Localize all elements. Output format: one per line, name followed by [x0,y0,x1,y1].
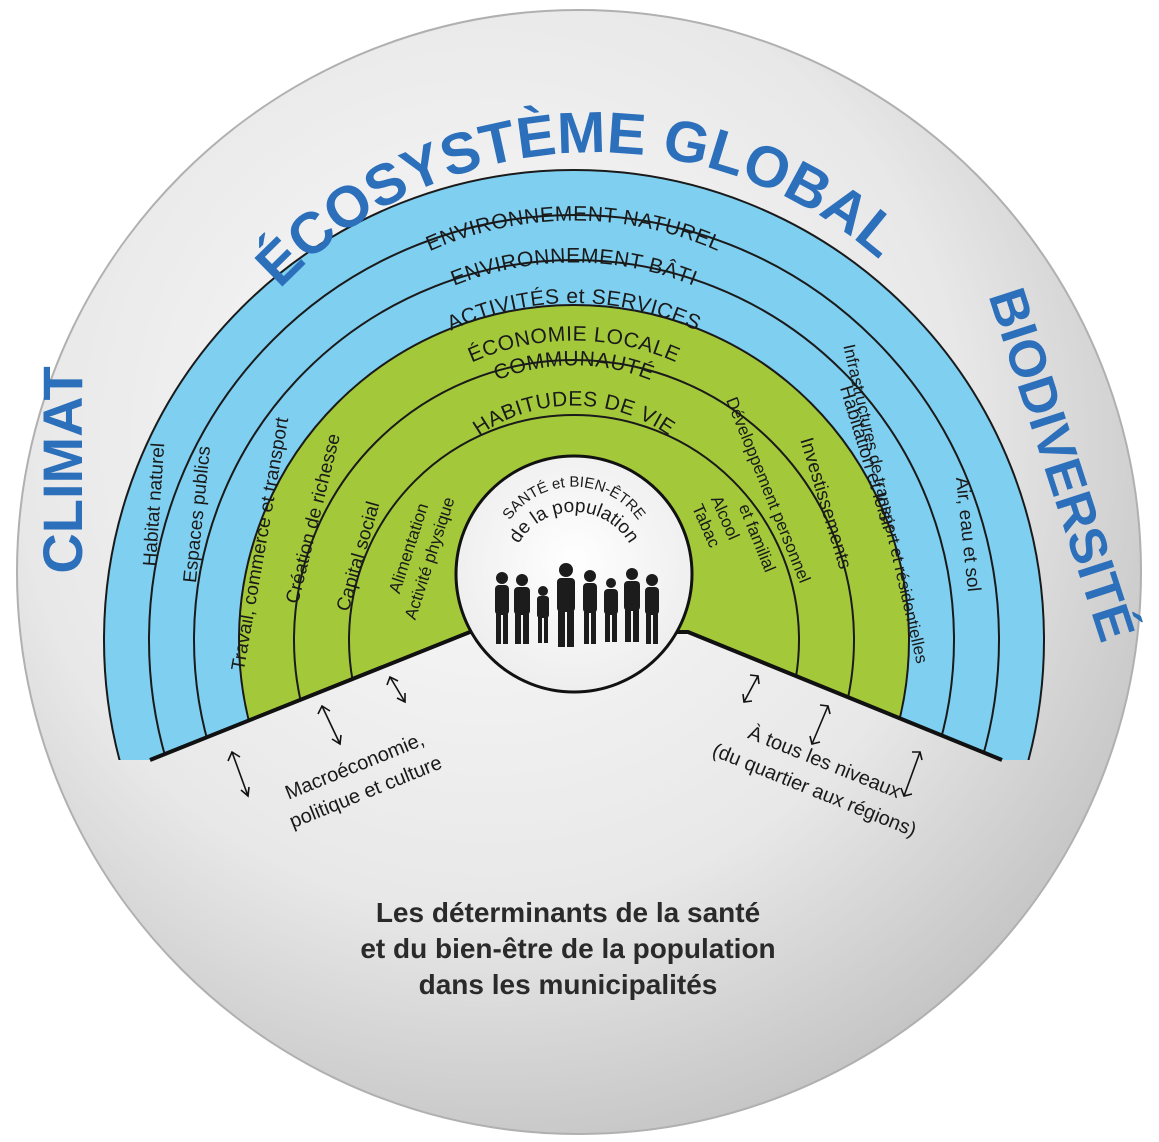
arrows [227,674,923,798]
arrow-left-3 [386,675,406,704]
caption-line2: et du bien-être de la population [360,933,775,964]
arrow-right-3 [900,751,923,797]
label-climat: CLIMAT [31,366,94,573]
center-circle [454,454,694,694]
arrow-right-2 [809,704,831,745]
arrow-left-2 [317,704,342,746]
arrow-left-1 [227,750,250,798]
people-silhouette-icon [495,563,659,647]
caption-line3: dans les municipalités [419,969,718,1000]
arrow-right-1 [742,674,760,703]
caption-line1: Les déterminants de la santé [376,897,760,928]
